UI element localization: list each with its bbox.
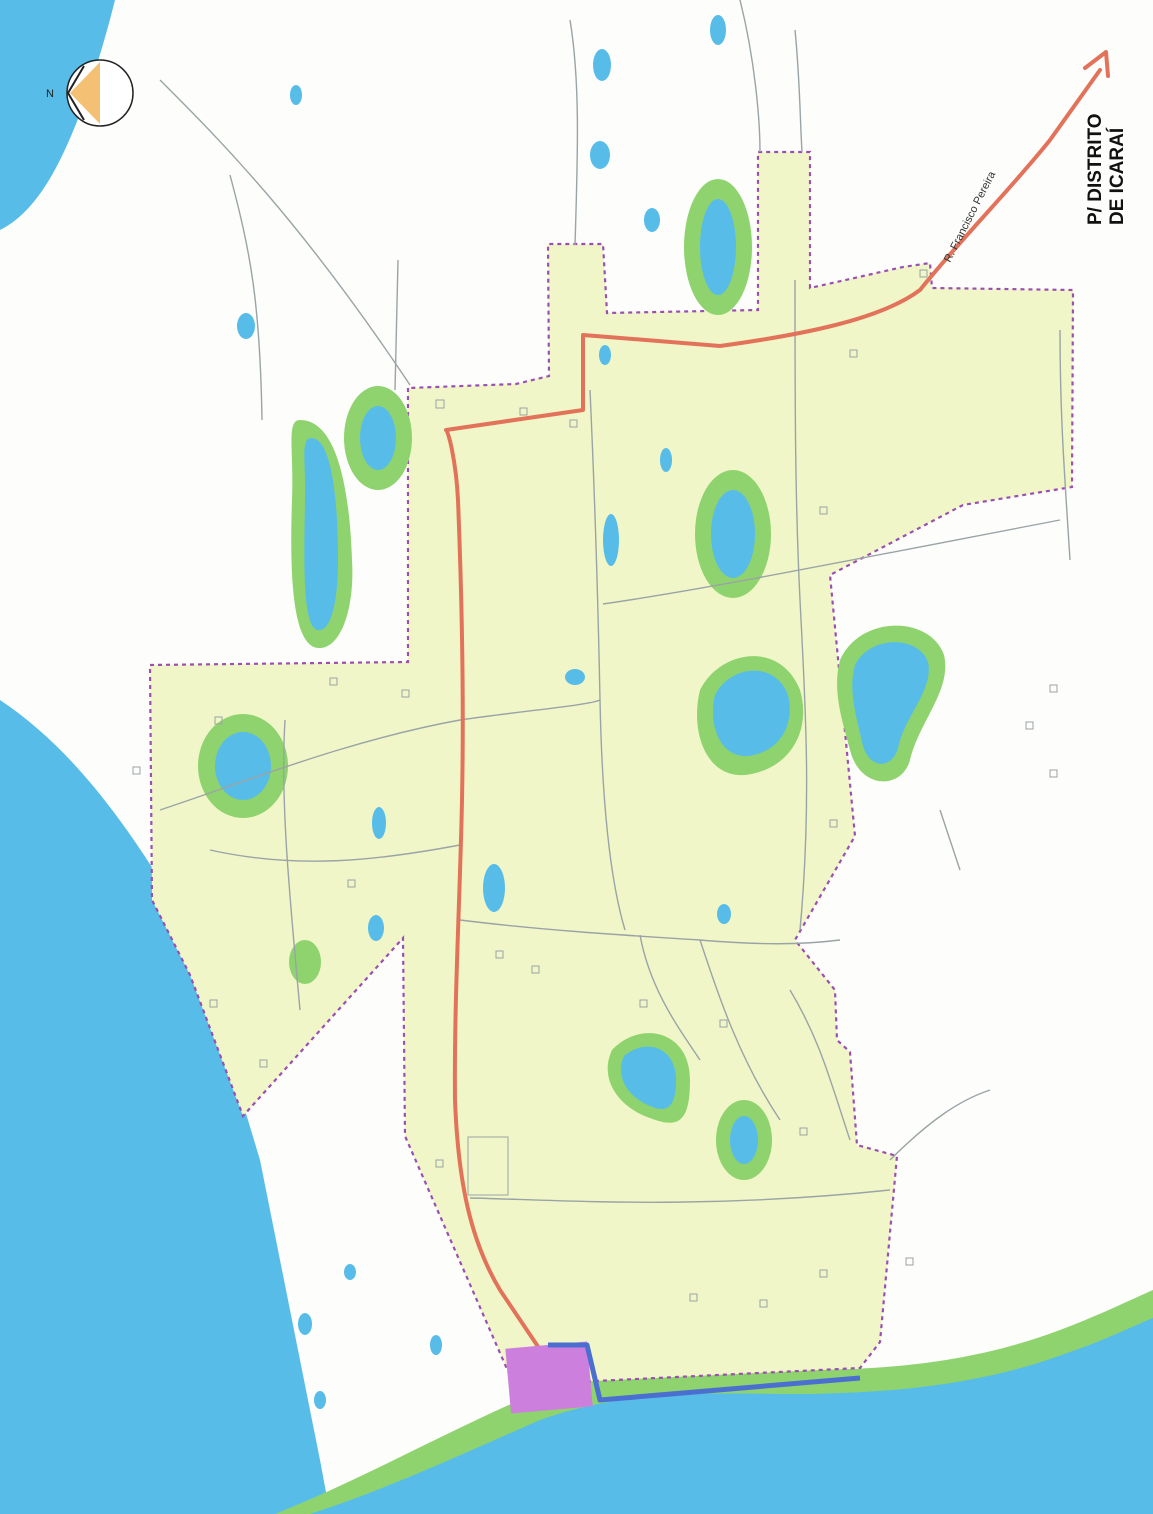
pond-9 xyxy=(716,1100,772,1180)
special-zone xyxy=(505,1341,593,1414)
pond-6 xyxy=(697,656,804,776)
pond-1 xyxy=(198,714,288,818)
main-road xyxy=(444,68,1102,1359)
secondary-roads xyxy=(159,0,1071,1203)
destination-line-2: DE ICARAÍ xyxy=(1106,127,1128,225)
compass-fill xyxy=(70,62,100,124)
destination-label: P/ DISTRITO DE ICARAÍ xyxy=(1085,113,1128,225)
pond-8 xyxy=(607,1033,690,1123)
main-road-arrow xyxy=(1083,50,1110,78)
pond-5 xyxy=(695,470,771,598)
street-name-label: R. Francisco Pereira xyxy=(942,169,999,265)
destination-line-1: P/ DISTRITO xyxy=(1085,113,1106,225)
building-outlines xyxy=(132,269,1058,1308)
urban-area xyxy=(148,150,1075,1387)
lagoon-water xyxy=(0,700,330,1514)
north-arrow: N xyxy=(46,59,134,127)
pond-4 xyxy=(684,179,752,315)
river-water xyxy=(310,1318,1153,1514)
pond-2 xyxy=(291,420,353,649)
pond-3 xyxy=(344,386,412,490)
drainage-channel xyxy=(548,1342,861,1403)
sea-water xyxy=(0,0,115,230)
compass-needle xyxy=(66,65,85,121)
small-ponds xyxy=(237,15,731,1409)
north-letter: N xyxy=(46,88,54,100)
pond-7 xyxy=(837,625,946,782)
inner-water-bodies xyxy=(198,179,946,1180)
